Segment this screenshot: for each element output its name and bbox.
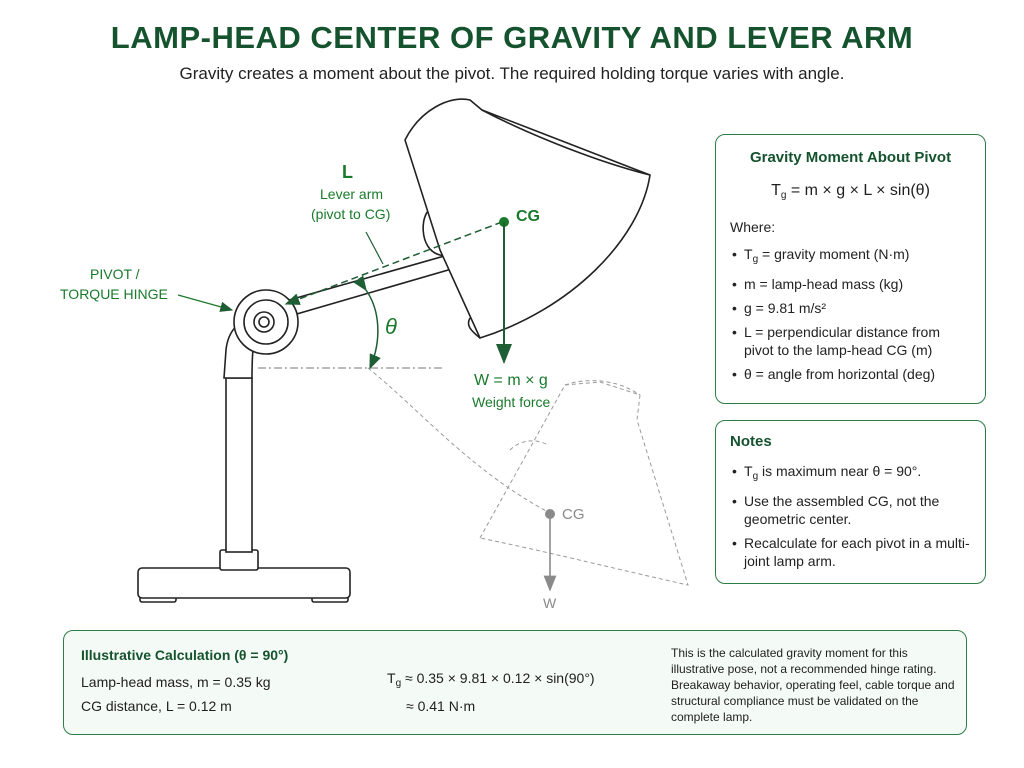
weight-formula: W = m × g: [474, 372, 548, 389]
gravity-box-title: Gravity Moment About Pivot: [749, 149, 952, 166]
calc-result: ≈ 0.41 N·m: [406, 698, 476, 714]
lever-arm-leader: [365, 231, 384, 265]
lever-symbol: L: [342, 162, 353, 182]
notes-list: Tg is maximum near θ = 90°. Use the assem…: [730, 462, 971, 570]
ghost-cg-label: CG: [562, 506, 585, 523]
notes-title: Notes: [730, 433, 772, 450]
notes-box: Notes Tg is maximum near θ = 90°. Use the…: [715, 420, 986, 584]
gravity-formula: Tg = m × g × L × sin(θ): [771, 182, 930, 201]
theta-arc: [353, 275, 381, 370]
gravity-variable-list: Tg = gravity moment (N·m) m = lamp-head m…: [730, 245, 971, 383]
weight-desc: Weight force: [472, 394, 551, 410]
lever-desc-1: Lever arm: [320, 186, 384, 202]
lever-arm-line: [284, 221, 503, 305]
cg-label: CG: [516, 208, 540, 225]
pivot-leader: [177, 294, 234, 312]
list-item: L = perpendicular distance from pivot to…: [732, 323, 971, 359]
lamp-base: [137, 317, 351, 603]
list-item: Recalculate for each pivot in a multi-jo…: [732, 534, 971, 570]
ghost-weight-label: W: [543, 595, 557, 611]
list-item: g = 9.81 m/s²: [732, 299, 971, 317]
theta-label: θ: [385, 314, 397, 339]
pivot-hinge: [233, 289, 299, 355]
page-subtitle: Gravity creates a moment about the pivot…: [179, 64, 845, 83]
page-title: LAMP-HEAD CENTER OF GRAVITY AND LEVER AR…: [110, 20, 914, 55]
lever-desc-2: (pivot to CG): [311, 206, 391, 222]
calc-mass: Lamp-head mass, m = 0.35 kg: [81, 674, 271, 690]
pivot-label-1: PIVOT /: [90, 266, 140, 282]
gravity-moment-box: Gravity Moment About Pivot Tg = m × g × …: [715, 134, 986, 404]
calculation-box: Illustrative Calculation (θ = 90°) Lamp-…: [63, 630, 967, 735]
list-item: Tg = gravity moment (N·m): [732, 245, 971, 269]
lamp-head: [404, 98, 651, 339]
list-item: θ = angle from horizontal (deg): [732, 365, 971, 383]
calc-cg-distance: CG distance, L = 0.12 m: [81, 698, 232, 714]
list-item: m = lamp-head mass (kg): [732, 275, 971, 293]
ghost-lamp: [367, 367, 689, 586]
list-item: Use the assembled CG, not the geometric …: [732, 492, 971, 528]
where-label: Where:: [730, 219, 776, 235]
calc-disclaimer: This is the calculated gravity moment fo…: [671, 646, 955, 724]
list-item: Tg is maximum near θ = 90°.: [732, 462, 971, 486]
pivot-label-2: TORQUE HINGE: [60, 286, 168, 302]
calc-equation: Tg ≈ 0.35 × 9.81 × 0.12 × sin(90°): [387, 670, 595, 689]
calc-title: Illustrative Calculation (θ = 90°): [81, 647, 289, 663]
